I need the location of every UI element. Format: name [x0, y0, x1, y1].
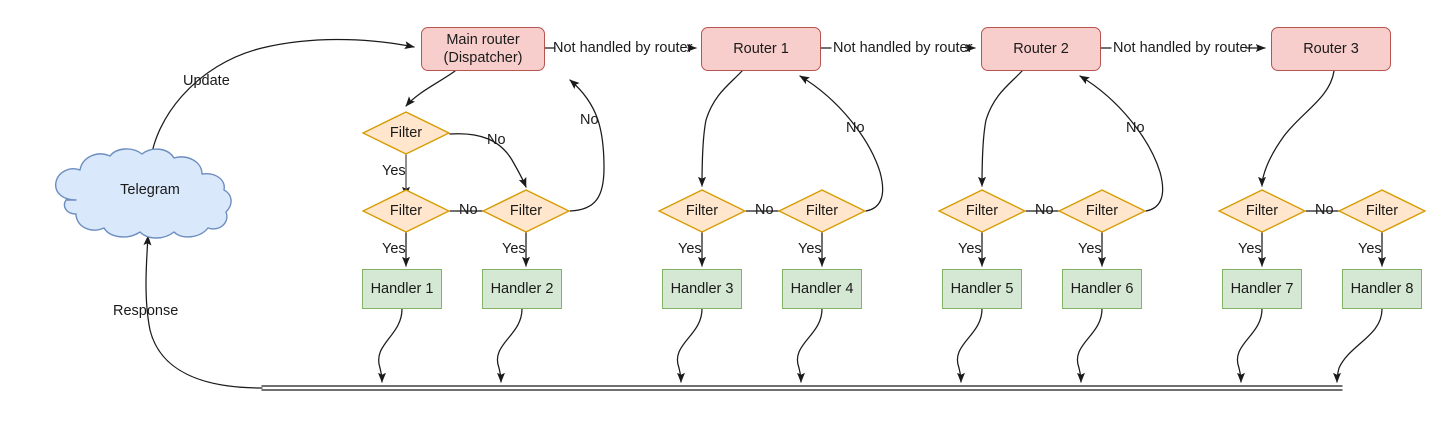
- node-router-2[interactable]: Router 2: [981, 27, 1101, 71]
- node-handler-8[interactable]: Handler 8: [1342, 269, 1422, 309]
- node-filter-4[interactable]: Filter: [778, 189, 866, 233]
- handler-4-label: Handler 4: [790, 281, 854, 297]
- diamond-shape: [1058, 189, 1146, 233]
- filter-4-label: Filter: [805, 203, 839, 219]
- edge-filter-2-no-return: [569, 79, 605, 212]
- node-router-3[interactable]: Router 3: [1271, 27, 1391, 71]
- router-2-label: Router 2: [1013, 41, 1069, 57]
- edge-label-no-7: No: [1315, 202, 1334, 218]
- diamond-shape: [362, 189, 450, 233]
- edge-label-not-handled-3: Not handled by router: [1113, 40, 1253, 56]
- edge-label-yes-8: Yes: [1358, 241, 1382, 257]
- filter-1-label: Filter: [389, 203, 423, 219]
- telegram-cloud: [55, 148, 232, 239]
- telegram-cloud-label: Telegram: [120, 182, 180, 198]
- edge-label-yes-6: Yes: [1078, 241, 1102, 257]
- node-filter-5[interactable]: Filter: [938, 189, 1026, 233]
- edge-label-response: Response: [113, 303, 179, 319]
- edge-label-yes-7: Yes: [1238, 241, 1262, 257]
- edge-label-not-handled-1: Not handled by router: [553, 40, 693, 56]
- node-filter-7[interactable]: Filter: [1218, 189, 1306, 233]
- node-handler-4[interactable]: Handler 4: [782, 269, 862, 309]
- edge-handler-3-to-bus: [676, 308, 703, 383]
- filter-7-label: Filter: [1245, 203, 1279, 219]
- node-main-router[interactable]: Main router (Dispatcher): [421, 27, 545, 71]
- main-router-line2: (Dispatcher): [443, 50, 523, 66]
- filter-8-label: Filter: [1365, 203, 1399, 219]
- filter-3-label: Filter: [685, 203, 719, 219]
- edge-handler-8-to-bus: [1333, 308, 1383, 383]
- main-router-line1: Main router: [446, 32, 520, 48]
- edge-label-yes-a: Yes: [382, 163, 406, 179]
- node-handler-1[interactable]: Handler 1: [362, 269, 442, 309]
- node-handler-3[interactable]: Handler 3: [662, 269, 742, 309]
- edge-label-yes-3: Yes: [678, 241, 702, 257]
- handler-3-label: Handler 3: [670, 281, 734, 297]
- node-filter-6[interactable]: Filter: [1058, 189, 1146, 233]
- node-filter-8[interactable]: Filter: [1338, 189, 1426, 233]
- edge-label-update: Update: [183, 73, 230, 89]
- edge-mainrouter-to-filter-a: [405, 70, 456, 107]
- edge-label-no-3: No: [755, 202, 774, 218]
- diamond-shape: [658, 189, 746, 233]
- edge-label-no-return-2: No: [846, 120, 865, 136]
- filter-6-label: Filter: [1085, 203, 1119, 219]
- edge-update: [149, 38, 415, 169]
- edge-handler-1-to-bus: [377, 308, 403, 383]
- edge-label-no-1: No: [459, 202, 478, 218]
- filter-a-label: Filter: [389, 125, 423, 141]
- edge-label-no-5: No: [1035, 202, 1054, 218]
- edge-label-no-return-1: No: [580, 112, 599, 128]
- edge-label-yes-2: Yes: [502, 241, 526, 257]
- edge-response: [143, 235, 263, 389]
- edge-handler-5-to-bus: [956, 308, 983, 383]
- diamond-shape: [778, 189, 866, 233]
- handler-8-label: Handler 8: [1350, 281, 1414, 297]
- node-handler-7[interactable]: Handler 7: [1222, 269, 1302, 309]
- edge-handler-4-to-bus: [796, 308, 823, 383]
- diamond-shape: [938, 189, 1026, 233]
- edge-label-yes-4: Yes: [798, 241, 822, 257]
- edge-handler-6-to-bus: [1076, 308, 1103, 383]
- handler-7-label: Handler 7: [1230, 281, 1294, 297]
- handler-2-label: Handler 2: [490, 281, 554, 297]
- diamond-shape: [1218, 189, 1306, 233]
- node-handler-2[interactable]: Handler 2: [482, 269, 562, 309]
- filter-2-label: Filter: [509, 203, 543, 219]
- node-filter-1[interactable]: Filter: [362, 189, 450, 233]
- node-handler-5[interactable]: Handler 5: [942, 269, 1022, 309]
- filter-5-label: Filter: [965, 203, 999, 219]
- edge-label-no-return-3: No: [1126, 120, 1145, 136]
- router-3-label: Router 3: [1303, 41, 1359, 57]
- diamond-shape: [1338, 189, 1426, 233]
- handler-5-label: Handler 5: [950, 281, 1014, 297]
- diamond-shape: [362, 111, 450, 155]
- edge-filter-a-no: [449, 133, 527, 188]
- node-handler-6[interactable]: Handler 6: [1062, 269, 1142, 309]
- edge-router1-to-filter-3: [698, 70, 743, 187]
- router-1-label: Router 1: [733, 41, 789, 57]
- edge-router2-to-filter-5: [978, 70, 1023, 187]
- handler-1-label: Handler 1: [370, 281, 434, 297]
- diamond-shape: [482, 189, 570, 233]
- edge-router3-to-filter-7: [1258, 70, 1335, 187]
- edge-handler-2-to-bus: [496, 308, 523, 383]
- node-filter-a[interactable]: Filter: [362, 111, 450, 155]
- edge-label-no-a: No: [487, 132, 506, 148]
- edge-label-not-handled-2: Not handled by router: [833, 40, 973, 56]
- handler-6-label: Handler 6: [1070, 281, 1134, 297]
- node-filter-2[interactable]: Filter: [482, 189, 570, 233]
- node-filter-3[interactable]: Filter: [658, 189, 746, 233]
- edge-filter-6-no-return: [1079, 75, 1164, 212]
- node-router-1[interactable]: Router 1: [701, 27, 821, 71]
- edge-label-yes-1: Yes: [382, 241, 406, 257]
- edge-label-yes-5: Yes: [958, 241, 982, 257]
- edge-filter-4-no-return: [799, 75, 884, 212]
- edge-handler-7-to-bus: [1236, 308, 1263, 383]
